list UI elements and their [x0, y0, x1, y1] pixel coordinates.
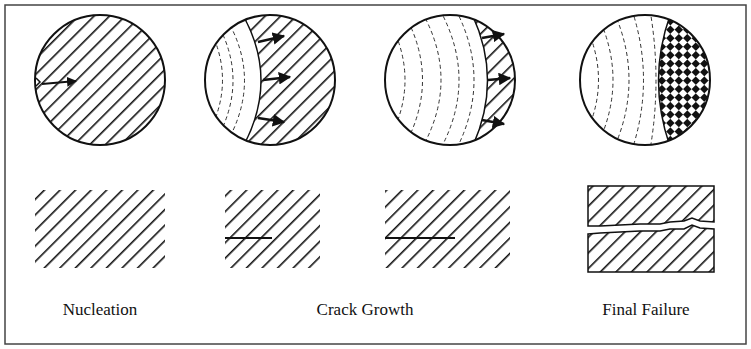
- stage-label: Crack Growth: [317, 300, 414, 320]
- side-view: [225, 190, 320, 268]
- crack: [385, 237, 455, 239]
- stage-label: Final Failure: [602, 300, 689, 320]
- stage-label: Nucleation: [63, 300, 138, 320]
- side-view: [35, 190, 165, 268]
- section-circle: [35, 15, 165, 145]
- section-circle: [380, 10, 515, 152]
- section-circle: [580, 10, 715, 152]
- frame: [5, 5, 746, 344]
- side-view: [385, 190, 510, 268]
- side-view-broken: [588, 186, 714, 272]
- section-circle: [200, 10, 335, 152]
- crack: [225, 237, 272, 239]
